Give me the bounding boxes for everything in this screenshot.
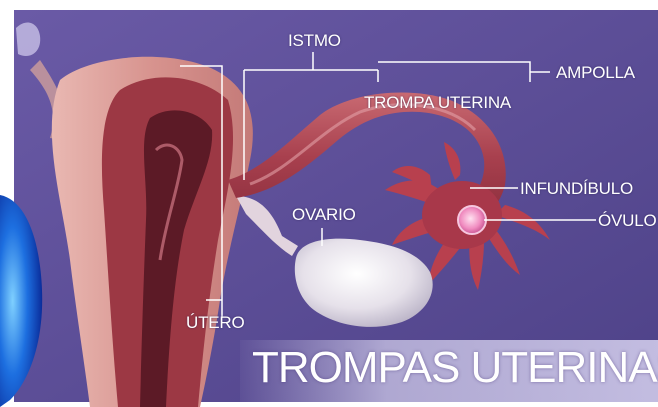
label-istmo: ISTMO bbox=[288, 32, 341, 49]
label-trompa-uterina: TROMPA UTERINA bbox=[364, 94, 511, 111]
label-ovario: OVARIO bbox=[292, 206, 356, 223]
label-ampolla: AMPOLLA bbox=[556, 64, 635, 81]
corner-shape bbox=[16, 22, 40, 56]
left-white-strip bbox=[0, 0, 14, 192]
ovum bbox=[458, 206, 486, 234]
label-ovulo: ÓVULO bbox=[598, 212, 657, 229]
image-title: TROMPAS UTERINAS bbox=[252, 346, 658, 390]
label-utero: ÚTERO bbox=[186, 314, 245, 331]
label-infundibulo: INFUNDÍBULO bbox=[520, 180, 633, 197]
